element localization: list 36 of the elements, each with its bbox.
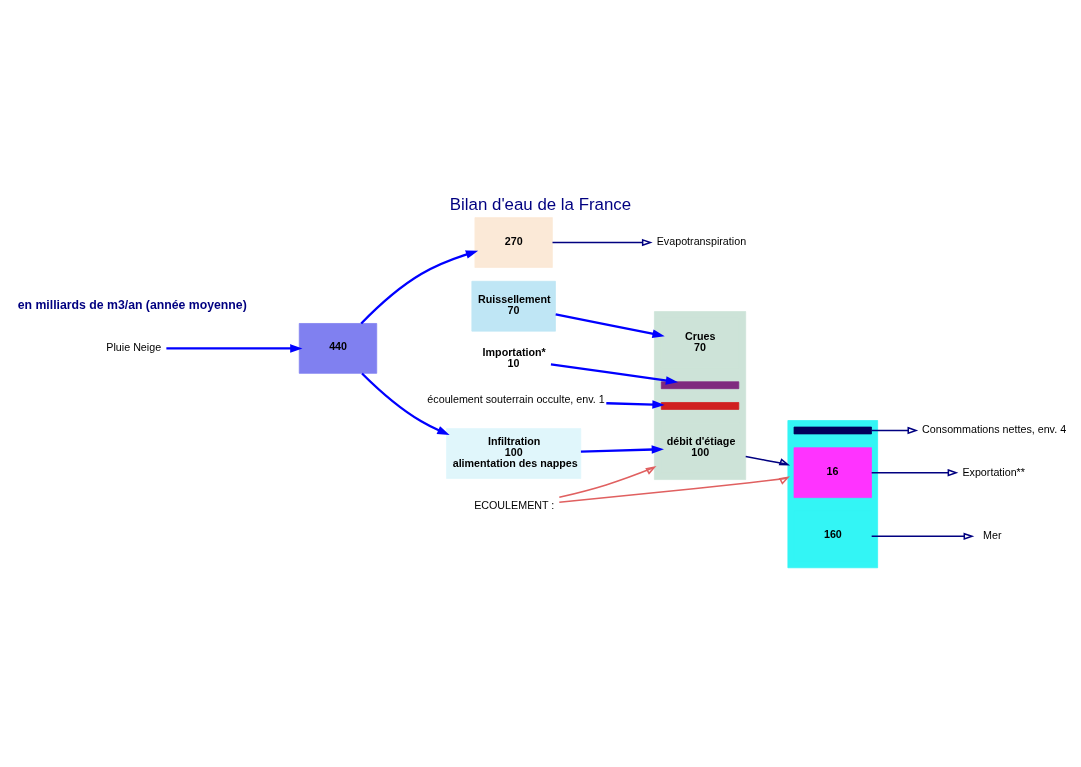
arrow xyxy=(555,313,665,338)
arrow xyxy=(551,238,653,247)
arrow xyxy=(550,363,679,385)
arrow xyxy=(580,445,664,454)
node-text: Crues 70 xyxy=(685,330,716,353)
node-text: Exportation** xyxy=(962,465,1025,478)
node-bar xyxy=(793,426,872,435)
node-box: 440 xyxy=(298,323,378,374)
diagram-title: Bilan d'eau de la France xyxy=(449,194,632,214)
node-text: Evapotranspiration xyxy=(656,235,747,248)
arrow xyxy=(744,455,791,466)
node-text: Pluie Neige xyxy=(106,341,162,354)
arrow xyxy=(360,250,479,325)
arrow xyxy=(558,466,657,499)
node-box: Infiltration 100 alimentation des nappes xyxy=(446,428,582,479)
node-text: Consommations nettes, env. 4 xyxy=(922,423,1067,436)
node-bar xyxy=(660,381,740,390)
arrow xyxy=(870,532,975,541)
cluster xyxy=(787,420,879,569)
node-text: Importation* 10 xyxy=(482,346,546,369)
arrow xyxy=(606,400,665,409)
node-text: 160 xyxy=(823,528,842,541)
arrow xyxy=(166,344,303,353)
arrow xyxy=(558,476,790,503)
node-text: débit d'étiage 100 xyxy=(666,435,736,458)
node-text: écoulement souterrain occulte, env. 1 xyxy=(427,393,605,406)
node-bar xyxy=(660,402,740,410)
arrow xyxy=(870,468,959,477)
node-box: Ruissellement 70 xyxy=(471,280,556,332)
arrow xyxy=(361,372,450,435)
node-text: ECOULEMENT : xyxy=(474,499,555,512)
node-text: Mer xyxy=(983,529,1002,542)
arrow xyxy=(870,426,919,435)
node-box: 16 xyxy=(793,447,872,498)
node-box: 270 xyxy=(474,217,553,268)
label: en milliards de m3/an (année moyenne) xyxy=(17,298,247,313)
